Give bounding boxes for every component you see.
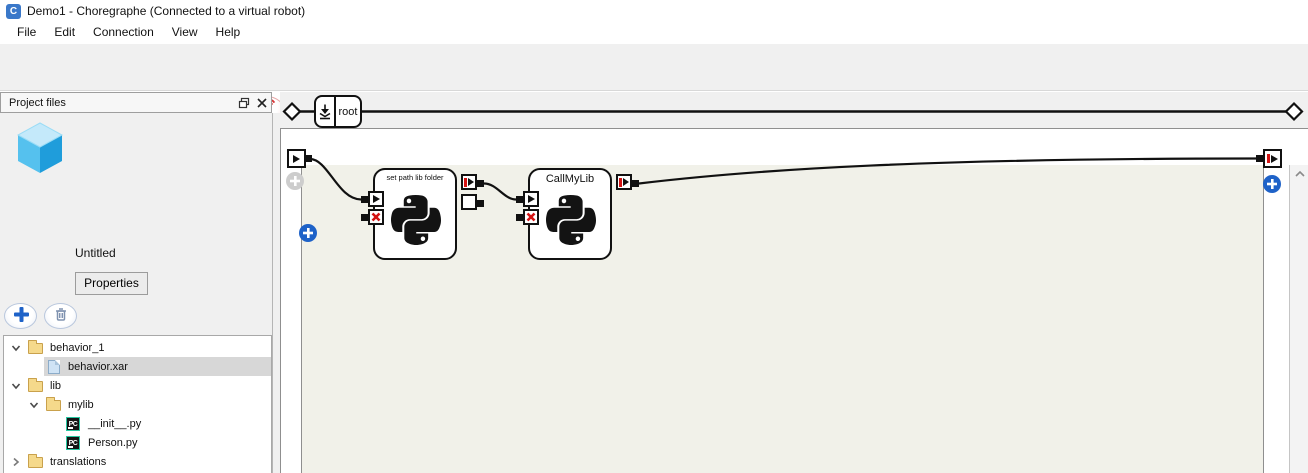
behavior-onstart-input-connector[interactable] [287,149,306,168]
menu-file[interactable]: File [17,25,37,39]
menu-edit[interactable]: Edit [54,25,76,39]
play-triangle-icon [623,178,629,186]
box1-output-port[interactable] [461,194,477,210]
folder-icon [28,378,43,392]
port-nub [477,200,484,207]
chevron-down-icon[interactable] [28,399,40,411]
menu-view[interactable]: View [171,25,198,39]
canvas-background[interactable] [301,165,1263,473]
red-bar-icon [1267,154,1270,163]
folder-icon [28,454,43,468]
port-nub [516,214,523,221]
close-panel-icon[interactable] [256,97,268,112]
toolbar: ↶ ↷ Not running [0,44,1308,130]
trash-icon [52,305,70,328]
box1-onstart-input-port[interactable] [368,191,384,207]
tree-row-init-py[interactable]: PC__init__.py [4,414,271,433]
scroll-up-arrow[interactable] [1290,165,1308,183]
menu-connection[interactable]: Connection [93,25,154,39]
pycharm-file-icon: PC [66,435,80,450]
box2-onstart-input-port[interactable] [523,191,539,207]
chevron-right-icon[interactable] [10,456,22,468]
menu-help[interactable]: Help [215,25,241,39]
play-triangle-icon [293,154,300,163]
delete-file-button[interactable] [44,303,77,329]
box-title: set path lib folder [386,173,444,182]
chevron-down-icon[interactable] [10,380,22,392]
add-file-button[interactable] [4,303,39,340]
add-output-button[interactable] [1263,175,1281,193]
chevron-down-icon[interactable] [10,342,22,354]
box1-onstop-input-port[interactable] [368,209,384,225]
red-bar-icon [464,177,467,187]
folder-icon [46,397,61,411]
canvas-output-margin [1263,165,1289,473]
port-nub [361,196,368,203]
box-title: CallMyLib [545,173,595,185]
project-name: Untitled [75,246,116,260]
play-triangle-icon [1271,154,1278,163]
selection-highlight [44,357,271,376]
port-nub [477,180,484,187]
tree-row-translations[interactable]: translations [4,452,271,471]
port-nub [516,196,523,203]
window-title: Demo1 - Choregraphe (Connected to a virt… [27,4,306,18]
app-icon: C [6,4,21,19]
vertical-scrollbar[interactable] [1289,165,1308,473]
folder-icon [28,340,43,354]
float-panel-icon[interactable] [238,97,250,112]
behavior-onstopped-output-connector[interactable] [1263,149,1282,168]
menu-bar: File Edit Connection View Help [0,22,1308,44]
root-level-icon [316,97,336,126]
panel-splitter[interactable] [272,113,280,473]
box2-onstopped-output-port[interactable] [616,174,632,190]
root-node-label: root [338,105,358,118]
project-cube-icon [16,122,64,179]
play-triangle-icon [468,178,474,186]
connector-nub [305,155,312,162]
tree-row-behavior-1[interactable]: behavior_1 [4,338,271,357]
red-x-icon [526,212,536,222]
red-x-icon [371,212,381,222]
tree-row-behavior-xar[interactable]: behavior.xar [4,357,271,376]
xar-file-icon [48,359,60,374]
root-breadcrumb-node[interactable]: root [314,95,362,128]
play-triangle-icon [527,195,535,203]
title-bar: C Demo1 - Choregraphe (Connected to a vi… [0,0,1308,22]
box-set-path-lib-folder[interactable]: set path lib folder [373,168,457,260]
tree-row-lib[interactable]: lib [4,376,271,395]
port-nub [361,214,368,221]
add-input-button[interactable] [299,224,317,242]
red-bar-icon [619,177,622,187]
box1-onstopped-output-port[interactable] [461,174,477,190]
flow-diagram-area: root set path lib folder CallM [280,92,1308,473]
pycharm-file-icon: PC [66,416,80,431]
behavior-canvas[interactable] [280,128,1308,473]
plus-icon [12,305,30,328]
connector-nub [1256,155,1263,162]
project-files-panel: Untitled Properties behavior_1 behavior.… [0,113,280,473]
project-files-panel-header: Project files [0,92,272,113]
tree-row-mylib[interactable]: mylib [4,395,271,414]
properties-button[interactable]: Properties [75,272,148,295]
panel-title: Project files [9,96,66,109]
play-triangle-icon [372,195,380,203]
project-file-tree: behavior_1 behavior.xar lib mylib PC__in… [3,335,272,473]
port-nub [632,180,639,187]
box2-onstop-input-port[interactable] [523,209,539,225]
add-input-button-disabled[interactable] [286,172,304,190]
box-callmylib[interactable]: CallMyLib [528,168,612,260]
